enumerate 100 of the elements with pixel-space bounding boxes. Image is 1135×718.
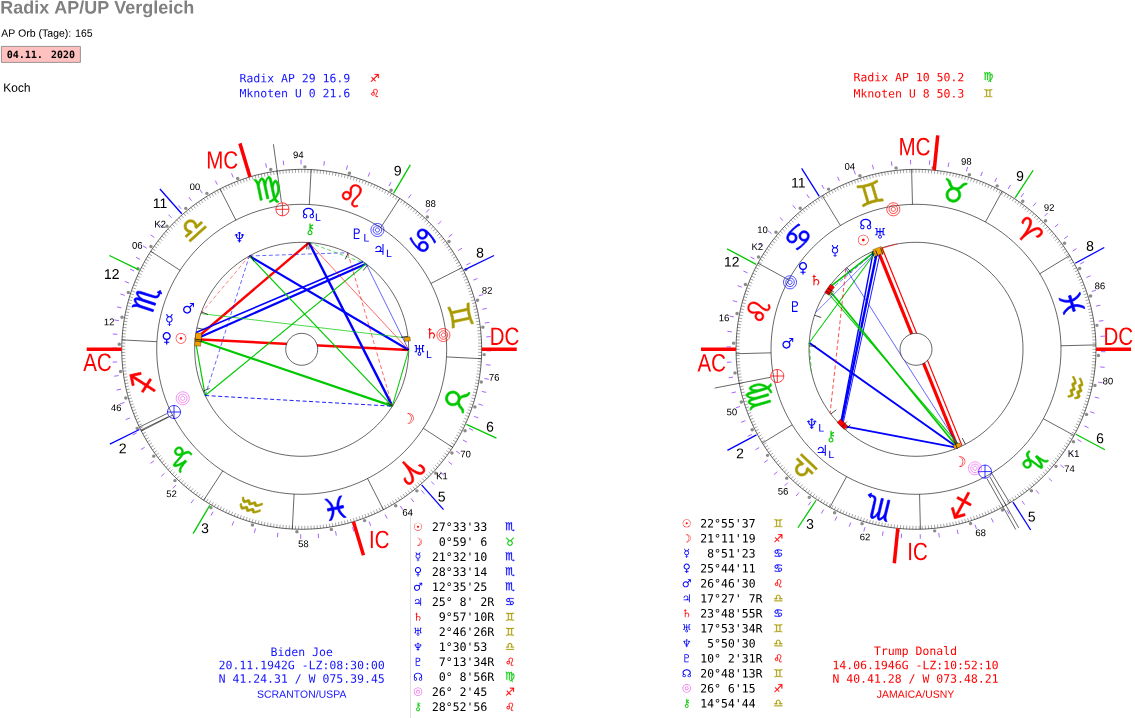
sign-glyph: ♍ xyxy=(745,383,773,411)
sign-glyph: ♐ xyxy=(129,372,156,393)
position-text: 17°27' 7R xyxy=(701,594,763,603)
sign-glyph: ♌ xyxy=(371,89,379,97)
planet-glyph: ☉ xyxy=(414,522,422,531)
sign-glyph: ♋ xyxy=(774,564,782,572)
sign-glyph: ♒ xyxy=(1067,376,1083,399)
place-text: JAMAICA/USNY xyxy=(876,690,955,698)
position-text: 28°33'14 xyxy=(432,567,487,577)
planet-glyph: ☊ xyxy=(413,672,423,681)
position-text: 28°52'56 xyxy=(432,702,487,712)
birth-data-text: 20.11.1942G -LZ:08:30:00 xyxy=(219,660,385,670)
planet-glyph: ⚷ xyxy=(416,702,421,712)
coordinates-text: N 41.24.31 / W 075.39.45 xyxy=(219,674,384,684)
house-number: 2 xyxy=(119,443,126,454)
sign-glyph: ♑ xyxy=(173,446,193,473)
sign-glyph: ♏ xyxy=(868,492,890,522)
angle-label: AC xyxy=(697,353,726,372)
header-text: Mknoten U 0 21.6 xyxy=(240,88,350,98)
house-number: 12 xyxy=(725,256,739,267)
planet-glyph: ☿ xyxy=(166,313,173,327)
planet-glyph: ☿ xyxy=(415,552,421,562)
planet-glyph: ⚷ xyxy=(307,223,314,236)
planet-glyph: ♂ xyxy=(183,303,194,314)
age-label: K2 xyxy=(155,220,166,228)
sign-glyph: ♍ xyxy=(253,176,280,203)
sign-glyph: ♓ xyxy=(324,495,347,521)
position-text: 26° 2'45 xyxy=(432,687,487,697)
planet-glyph: ♂ xyxy=(682,579,691,588)
planet-glyph: ☉ xyxy=(682,519,691,528)
age-label: 10 xyxy=(757,226,768,234)
age-label: 52 xyxy=(166,490,177,498)
planet-glyph: ♆$_{L}$ xyxy=(807,418,824,432)
sign-glyph: ♋ xyxy=(774,609,782,617)
age-label: 00 xyxy=(190,183,200,191)
angle-label: MC xyxy=(207,151,238,169)
planet-glyph: ☽ xyxy=(685,534,691,543)
sign-glyph: ♒ xyxy=(240,497,263,514)
name-text: Trump Donald xyxy=(874,646,956,658)
sign-glyph: ♎ xyxy=(795,453,818,477)
planet-glyph: ☊ xyxy=(860,218,872,230)
position-text: 26°46'30 xyxy=(701,578,755,588)
position-text: 1°30'53 xyxy=(440,642,487,652)
house-number: 6 xyxy=(486,421,494,432)
position-text: 8°51'23 xyxy=(707,548,755,558)
age-label: 56 xyxy=(778,487,788,495)
sign-glyph: ♊ xyxy=(984,89,993,98)
sign-glyph: ♋ xyxy=(786,223,810,251)
age-label: 86 xyxy=(1095,282,1105,290)
birth-data-text: 14.06.1946G -LZ:10:52:10 xyxy=(833,660,998,670)
age-label: 46 xyxy=(111,404,122,412)
position-text: 12°35'25 xyxy=(433,582,487,592)
house-number: 5 xyxy=(1028,511,1035,522)
sign-glyph: ♍ xyxy=(505,671,515,682)
age-label: 64 xyxy=(402,509,413,516)
planet-glyph: ♃ xyxy=(683,594,690,603)
date-box: 04.11. 2020 xyxy=(1,46,81,63)
sign-glyph: ♌ xyxy=(342,184,362,208)
sign-glyph: ♌ xyxy=(506,702,514,711)
position-text: 9°57'10R xyxy=(439,612,495,622)
planet-glyph: ♀ xyxy=(683,563,690,573)
age-label: 62 xyxy=(860,533,870,541)
sign-glyph: ♋ xyxy=(409,228,436,252)
sign-glyph: ♌ xyxy=(774,579,782,588)
house-number: 11 xyxy=(153,198,167,209)
sign-glyph: ♌ xyxy=(747,301,771,321)
planet-glyph: ♄ xyxy=(428,328,435,339)
planet-glyph: ◎ xyxy=(413,687,423,696)
sign-glyph: ♍ xyxy=(983,72,993,82)
sign-glyph: ♎ xyxy=(774,594,783,602)
position-text: 14°54'44 xyxy=(701,698,756,708)
sign-glyph: ♌ xyxy=(774,654,782,663)
age-label: 76 xyxy=(489,374,500,381)
position-text: 21°11'19 xyxy=(701,533,755,543)
position-text: 20°48'13R xyxy=(701,668,763,678)
planet-glyph: ♅ xyxy=(414,627,422,636)
planet-glyph: ♇ xyxy=(415,657,421,666)
sign-glyph: ♉ xyxy=(945,178,968,203)
header-text: Mknoten U 8 50.3 xyxy=(854,88,964,98)
sign-glyph: ♐ xyxy=(774,684,783,693)
age-label: 58 xyxy=(298,540,309,548)
sign-glyph: ♊ xyxy=(506,612,514,621)
sign-glyph: ♉ xyxy=(506,537,514,546)
sign-glyph: ♏ xyxy=(505,522,515,532)
planet-glyph: ♃$_{L}$ xyxy=(817,445,834,459)
place-text: SCRANTON/USPA xyxy=(257,690,347,698)
name-text: Biden Joe xyxy=(271,647,333,657)
planet-glyph: ♂ xyxy=(782,338,794,349)
planet-glyph: ♄ xyxy=(684,609,690,618)
planet-glyph: ☽ xyxy=(407,413,414,424)
header-text: Radix AP 29 16.9 xyxy=(240,73,350,83)
sign-glyph: ♊ xyxy=(506,627,514,636)
sign-glyph: ♊ xyxy=(774,519,783,528)
planet-glyph: ☿ xyxy=(831,244,839,258)
house-number: 3 xyxy=(201,523,209,534)
position-text: 23°48'55R xyxy=(701,608,763,618)
position-text: 10° 2'31R xyxy=(701,653,763,663)
sign-glyph: ♐ xyxy=(951,492,972,519)
position-text: 0° 8'56R xyxy=(439,672,495,682)
sign-glyph: ♋ xyxy=(774,549,782,557)
